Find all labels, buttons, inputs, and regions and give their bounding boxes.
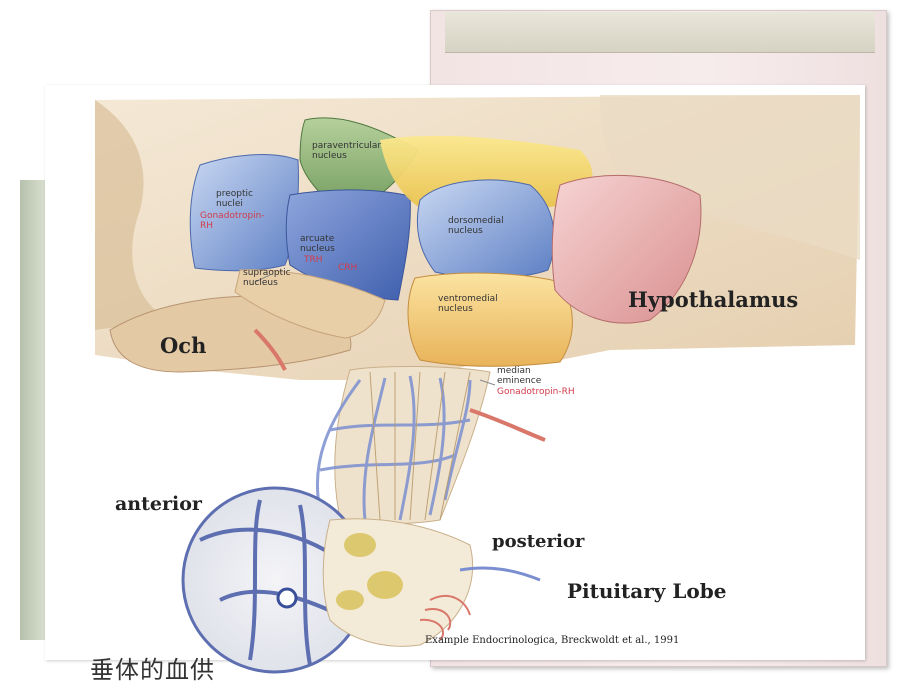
tissue-texture-right <box>600 95 860 260</box>
posterior-lobe-tissue <box>336 533 403 610</box>
label-och: Och <box>160 333 207 358</box>
label-pituitary-lobe: Pituitary Lobe <box>567 579 727 603</box>
label-gonadotropin-rh-2: Gonadotropin-RH <box>497 387 575 397</box>
hypothalamus-region <box>551 174 702 324</box>
supraoptic-area <box>234 269 386 339</box>
label-preoptic: preoptic nuclei <box>216 189 253 209</box>
label-arcuate: arcuate nucleus <box>300 234 335 254</box>
posterior-vein <box>459 566 541 582</box>
tissue-fold-left <box>95 100 170 330</box>
label-supraoptic: supraoptic nucleus <box>243 268 291 288</box>
label-crh: CRH <box>338 263 358 273</box>
label-ventromedial: ventromedial nucleus <box>438 294 498 314</box>
posterior-arteries <box>419 595 471 641</box>
label-dorsomedial: dorsomedial nucleus <box>448 216 504 236</box>
preoptic-nuclei <box>189 154 299 272</box>
artery <box>253 328 287 371</box>
label-gonadotropin-rh-1: Gonadotropin- RH <box>200 211 265 231</box>
ventromedial-nucleus <box>407 272 573 367</box>
label-anterior: anterior <box>115 493 202 515</box>
vessel-cross-section <box>276 587 298 609</box>
dorsomedial-nucleus <box>416 179 555 279</box>
label-paraventricular: paraventricular nucleus <box>312 141 382 161</box>
portal-vessels <box>315 375 472 521</box>
arcuate-nucleus <box>285 189 411 301</box>
leader-lines <box>254 274 496 386</box>
label-hypothalamus: Hypothalamus <box>628 287 799 312</box>
artery <box>469 408 546 442</box>
citation: Example Endocrinologica, Breckwoldt et a… <box>425 635 680 646</box>
label-median-eminence: median eminence <box>497 366 542 386</box>
book-top-edge <box>445 12 875 53</box>
nerve-fibers <box>369 371 471 521</box>
slide-caption: 垂体的血供 <box>90 656 215 684</box>
label-trh: TRH <box>304 255 323 265</box>
label-posterior: posterior <box>492 531 585 552</box>
